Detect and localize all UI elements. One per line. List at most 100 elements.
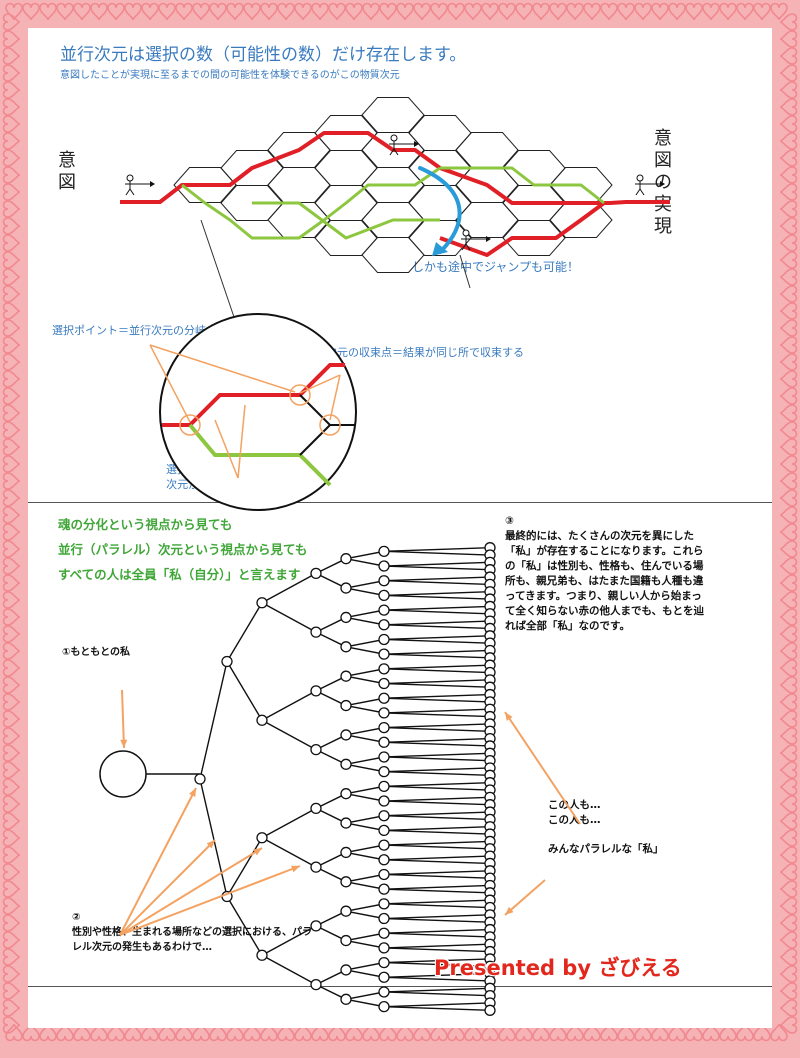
heart-border-icon — [634, 2, 652, 21]
heart-border-icon — [566, 2, 584, 21]
heart-border-icon — [617, 2, 635, 21]
heart-border-icon — [2, 438, 21, 456]
heart-border-icon — [779, 931, 798, 949]
jump-label: しかも途中でジャンプも可能！ — [412, 260, 580, 274]
note-3-text: 最終的には、たくさんの次元を異にした「私」が存在することになります。これらの「私… — [505, 530, 704, 632]
heart-border-icon — [779, 574, 798, 592]
heart-border-icon — [2, 149, 21, 167]
heart-border-icon — [192, 2, 210, 21]
heart-border-icon — [779, 47, 798, 65]
heart-border-icon — [668, 2, 686, 21]
heart-border-icon — [2, 812, 21, 830]
heart-border-icon — [779, 557, 798, 575]
heart-border-icon — [2, 829, 21, 847]
heart-border-icon — [175, 2, 193, 21]
heart-border-icon — [779, 659, 798, 677]
realization-label: 意図の実現 — [654, 128, 672, 237]
heart-border-icon — [583, 2, 601, 21]
heart-border-icon — [779, 404, 798, 422]
this-one-line-2: この人も… — [548, 814, 601, 826]
heart-border-icon — [141, 2, 159, 21]
heart-border-icon — [2, 659, 21, 677]
heart-border-icon — [2, 982, 21, 1000]
heart-border-icon — [2, 319, 21, 337]
heart-border-icon — [719, 2, 737, 21]
heart-border-icon — [2, 251, 21, 269]
heart-border-icon — [294, 2, 312, 21]
heart-border-icon — [2, 914, 21, 932]
page-subtitle: 意図したことが実現に至るまでの間の可能性を体験できるのがこの物質次元 — [60, 70, 400, 81]
parallel-me-note: この人も… この人も… みんなパラレルな「私」 — [548, 798, 708, 857]
heart-border-icon — [779, 353, 798, 371]
heart-border-icon — [779, 897, 798, 915]
heart-border-icon — [779, 965, 798, 983]
soul-line-1: 魂の分化という視点から見ても — [58, 517, 233, 532]
heart-border-icon — [2, 387, 21, 405]
heart-border-icon — [2, 727, 21, 745]
heart-border-icon — [779, 880, 798, 898]
heart-border-icon — [532, 2, 550, 21]
heart-border-icon — [2, 744, 21, 762]
heart-border-icon — [779, 778, 798, 796]
heart-border-icon — [90, 2, 108, 21]
heart-border-icon — [2, 948, 21, 966]
heart-border-icon — [779, 251, 798, 269]
heart-border-icon — [2, 353, 21, 371]
heart-border-icon — [2, 880, 21, 898]
heart-border-icon — [779, 132, 798, 150]
heart-border-icon — [2, 999, 21, 1017]
heart-border-icon — [779, 948, 798, 966]
heart-border-icon — [779, 795, 798, 813]
soul-line-3: すべての人は全員「私（自分）」と言えます — [58, 567, 301, 582]
heart-border-icon — [779, 455, 798, 473]
heart-border-icon — [2, 421, 21, 439]
heart-border-icon — [779, 285, 798, 303]
heart-border-icon — [2, 965, 21, 983]
note-2-number: ② — [72, 912, 81, 923]
heart-border-icon — [56, 2, 74, 21]
heart-border-icon — [2, 489, 21, 507]
note-3-number: ③ — [505, 515, 514, 527]
heart-border-icon — [779, 183, 798, 201]
heart-border-icon — [2, 710, 21, 728]
heart-border-icon — [779, 30, 798, 48]
heart-border-icon — [779, 472, 798, 490]
heart-border-icon — [2, 115, 21, 133]
heart-border-icon — [779, 64, 798, 82]
heart-border-icon — [5, 2, 23, 21]
heart-border-icon — [779, 982, 798, 1000]
heart-border-icon — [2, 846, 21, 864]
heart-border-icon — [260, 2, 278, 21]
heart-border-icon — [779, 13, 798, 31]
heart-border-icon — [702, 2, 720, 21]
heart-border-icon — [22, 2, 40, 21]
heart-border-icon — [779, 727, 798, 745]
heart-border-icon — [2, 166, 21, 184]
heart-border-icon — [549, 2, 567, 21]
heart-border-icon — [107, 2, 125, 21]
heart-border-icon — [2, 557, 21, 575]
heart-border-icon — [2, 200, 21, 218]
heart-border-icon — [779, 523, 798, 541]
heart-border-icon — [2, 336, 21, 354]
heart-border-icon — [2, 693, 21, 711]
heart-border-icon — [779, 438, 798, 456]
heart-border-icon — [2, 795, 21, 813]
bottom-rule — [28, 986, 772, 987]
heart-border-icon — [2, 30, 21, 48]
heart-border-icon — [779, 829, 798, 847]
heart-border-icon — [779, 812, 798, 830]
heart-border-icon — [2, 98, 21, 116]
heart-border-icon — [379, 2, 397, 21]
heart-border-icon — [779, 625, 798, 643]
note-2-text: 性別や性格、生まれる場所などの選択における、パラレル次元の発生もあるわけで… — [72, 927, 312, 953]
heart-border-icon — [328, 2, 346, 21]
heart-border-icon — [2, 302, 21, 320]
heart-border-icon — [779, 115, 798, 133]
heart-border-icon — [779, 489, 798, 507]
heart-border-icon — [2, 506, 21, 524]
dimension-count-line-2: 次元ができる — [166, 478, 232, 491]
heart-border-icon — [2, 778, 21, 796]
heart-border-icon — [779, 387, 798, 405]
heart-border-icon — [209, 2, 227, 21]
